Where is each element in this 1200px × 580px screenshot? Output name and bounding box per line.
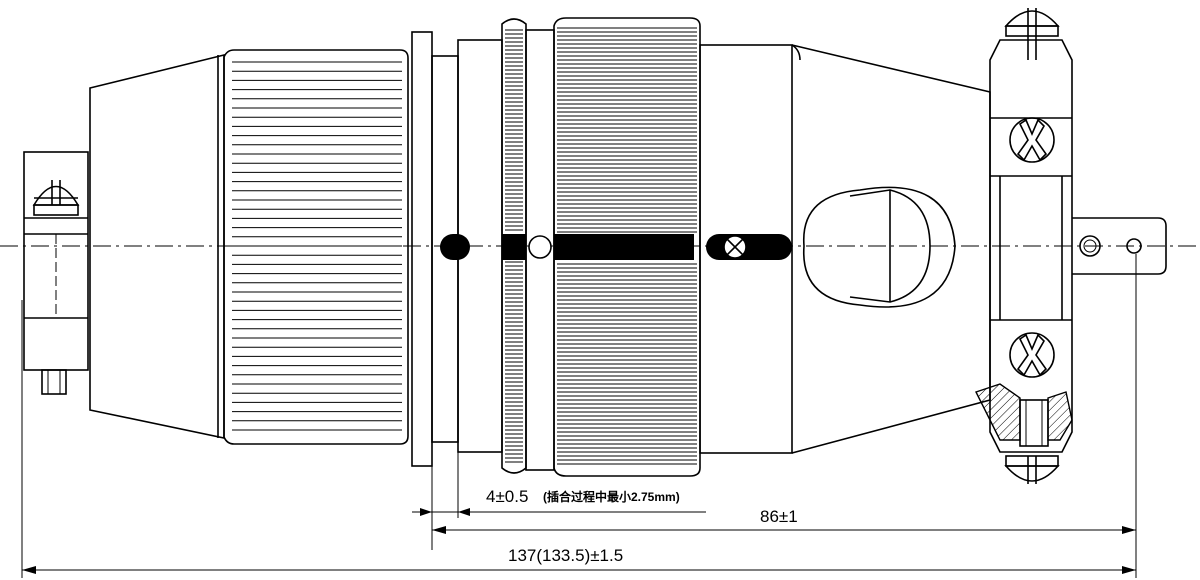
rear-knurled-nut	[223, 49, 409, 445]
phillips-screw-top-icon	[1009, 117, 1055, 163]
phillips-screw-bottom-icon	[1009, 332, 1055, 378]
latch-window	[803, 186, 956, 308]
main-knurled-sleeve	[553, 17, 701, 477]
right-pin	[1072, 217, 1167, 275]
dimension-86-value: 86±1	[760, 507, 798, 526]
left-clamp	[23, 151, 89, 395]
dimension-gap-value: 4±0.5	[486, 487, 528, 506]
dimension-gap: 4±0.5 (插合过程中最小2.75mm)	[412, 487, 706, 516]
left-screw-icon	[32, 180, 80, 216]
dimension-overall-value: 137(133.5)±1.5	[508, 546, 623, 565]
dimension-gap-note: (插合过程中最小2.75mm)	[543, 489, 680, 504]
right-bottom-screw-icon	[1004, 455, 1060, 484]
right-top-screw-icon	[1004, 8, 1060, 60]
indicator-stripe	[440, 234, 792, 260]
right-clamp	[975, 39, 1073, 453]
extension-lines	[21, 254, 1137, 578]
dimension-overall: 137(133.5)±1.5	[22, 546, 1136, 574]
dimension-86: 86±1	[432, 507, 1136, 534]
coupling-ring	[501, 18, 555, 474]
